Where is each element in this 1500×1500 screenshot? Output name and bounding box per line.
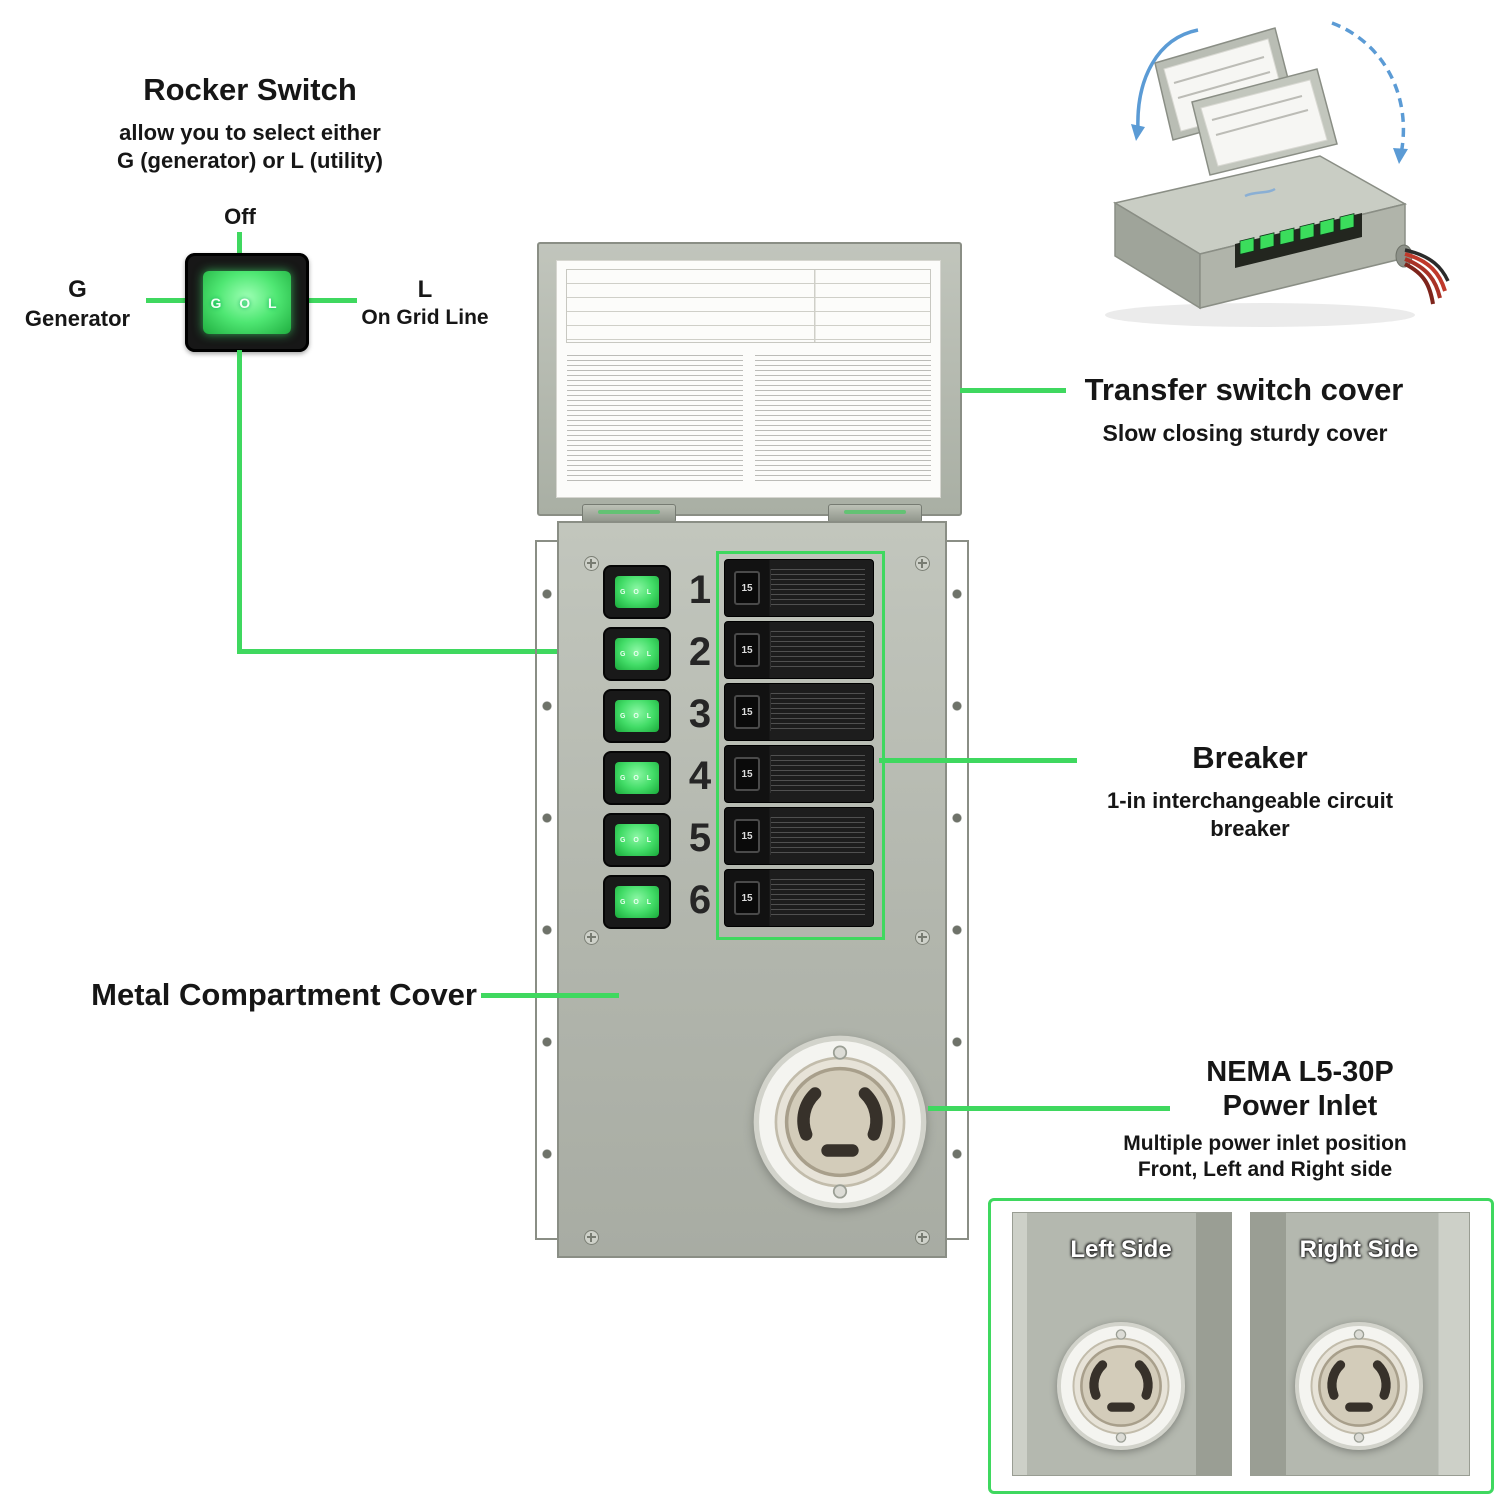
screw (915, 930, 930, 945)
breaker-toggle[interactable]: 15 (734, 757, 760, 791)
panel-rocker-switch-6[interactable]: G O L (603, 875, 671, 929)
circuit-number-2: 2 (688, 630, 712, 674)
iso-motion-arrow-left (1131, 28, 1199, 141)
rocker-switch-subtitle-2: G (generator) or L (utility) (116, 148, 384, 173)
iso-motion-arrow-right (1331, 21, 1408, 164)
breaker-highlight-box (716, 551, 885, 940)
rocker-button: G O L (615, 886, 659, 918)
panel-rocker-switch-4[interactable]: G O L (603, 751, 671, 805)
rocker-letters: G O L (619, 898, 655, 906)
circuit-breaker-5[interactable]: 15 (724, 807, 874, 865)
left-side-label: Left Side (1070, 1236, 1172, 1263)
breaker-label-print (770, 631, 865, 669)
breaker-callout-subtitle-2: breaker (1210, 816, 1290, 841)
inlet-callout-subtitle-1: Multiple power inlet position (1123, 1132, 1407, 1155)
rocker-letters: G O L (619, 774, 655, 782)
breaker-label-print (770, 817, 865, 855)
screw (584, 930, 599, 945)
cover-instruction-label (556, 260, 941, 498)
iso-shadow (1105, 303, 1415, 327)
rocker-button: G O L (615, 700, 659, 732)
rocker-switch-detail-button: G O L (203, 271, 291, 334)
rocker-switch-title: Rocker Switch (143, 72, 357, 107)
circuit-number-6: 6 (688, 878, 712, 922)
callout-line-grid (307, 298, 357, 303)
circuit-breaker-2[interactable]: 15 (724, 621, 874, 679)
panel-rocker-switch-2[interactable]: G O L (603, 627, 671, 681)
rocker-button: G O L (615, 824, 659, 856)
generator-label: G (68, 276, 87, 303)
generator-sublabel: Generator (24, 306, 131, 331)
breaker-label-print (770, 879, 865, 917)
screw (584, 1230, 599, 1245)
rocker-letters: G O L (619, 588, 655, 596)
circuit-number-4: 4 (688, 754, 712, 798)
breaker-label-print (770, 693, 865, 731)
label-text-column-1 (567, 355, 743, 485)
rocker-switch-subtitle-1: allow you to select either (119, 120, 381, 145)
breaker-callout-subtitle-1: 1-in interchangeable circuit (1106, 788, 1394, 813)
panel-rocker-switch-5[interactable]: G O L (603, 813, 671, 867)
rocker-letters: G O L (619, 712, 655, 720)
mounting-flange-right (945, 540, 969, 1240)
screw (915, 556, 930, 571)
circuit-number-5: 5 (688, 816, 712, 860)
transfer-switch-isometric-image (1105, 21, 1450, 327)
inlet-callout-title-1: NEMA L5-30P (1206, 1056, 1394, 1088)
circuit-breaker-6[interactable]: 15 (724, 869, 874, 927)
cover-callout-subtitle: Slow closing sturdy cover (1102, 420, 1388, 446)
rocker-button: G O L (615, 576, 659, 608)
screw (915, 1230, 930, 1245)
cover-callout-title: Transfer switch cover (1084, 372, 1404, 407)
callout-line-breaker (879, 758, 1077, 763)
inlet-callout-title-2: Power Inlet (1222, 1090, 1378, 1122)
right-side-inlet-graphic (1293, 1320, 1425, 1452)
power-inlet-graphic (751, 1033, 929, 1211)
panel-rocker-switch-3[interactable]: G O L (603, 689, 671, 743)
callout-line-rocker-horizontal (237, 649, 619, 654)
grid-sublabel: On Grid Line (361, 306, 489, 329)
circuit-number-3: 3 (688, 692, 712, 736)
iso-indicator-strip (1235, 213, 1362, 268)
iso-wires (1395, 244, 1450, 305)
rocker-button: G O L (615, 638, 659, 670)
breaker-toggle[interactable]: 15 (734, 881, 760, 915)
breaker-toggle[interactable]: 15 (734, 695, 760, 729)
breaker-callout-title: Breaker (1192, 740, 1308, 775)
breaker-toggle[interactable]: 15 (734, 819, 760, 853)
breaker-toggle[interactable]: 15 (734, 633, 760, 667)
screw (584, 556, 599, 571)
right-side-label: Right Side (1299, 1236, 1419, 1263)
circuit-number-1: 1 (688, 568, 712, 612)
callout-line-off (237, 232, 242, 254)
grid-label: L (417, 276, 433, 303)
off-label: Off (224, 204, 256, 229)
iso-open-lid (1154, 27, 1338, 176)
circuit-breaker-1[interactable]: 15 (724, 559, 874, 617)
breaker-label-print (770, 755, 865, 793)
left-side-inlet-graphic (1055, 1320, 1187, 1452)
callout-line-inlet (928, 1106, 1170, 1111)
mounting-flange-left (535, 540, 559, 1240)
rocker-switch-letters: G O L (210, 294, 284, 311)
breaker-toggle[interactable]: 15 (734, 571, 760, 605)
circuit-breaker-3[interactable]: 15 (724, 683, 874, 741)
inlet-callout-subtitle-2: Front, Left and Right side (1137, 1158, 1393, 1181)
callout-line-cover (960, 388, 1066, 393)
rocker-letters: G O L (619, 836, 655, 844)
rocker-button: G O L (615, 762, 659, 794)
callout-line-generator (146, 298, 188, 303)
compartment-cover-label: Metal Compartment Cover (91, 977, 477, 1012)
rocker-letters: G O L (619, 650, 655, 658)
panel-rocker-switch-1[interactable]: G O L (603, 565, 671, 619)
breaker-label-print (770, 569, 865, 607)
label-form-area (566, 269, 931, 343)
circuit-breaker-4[interactable]: 15 (724, 745, 874, 803)
label-text-column-2 (755, 355, 931, 485)
callout-line-compartment (481, 993, 619, 998)
callout-line-rocker-vertical (237, 350, 242, 652)
